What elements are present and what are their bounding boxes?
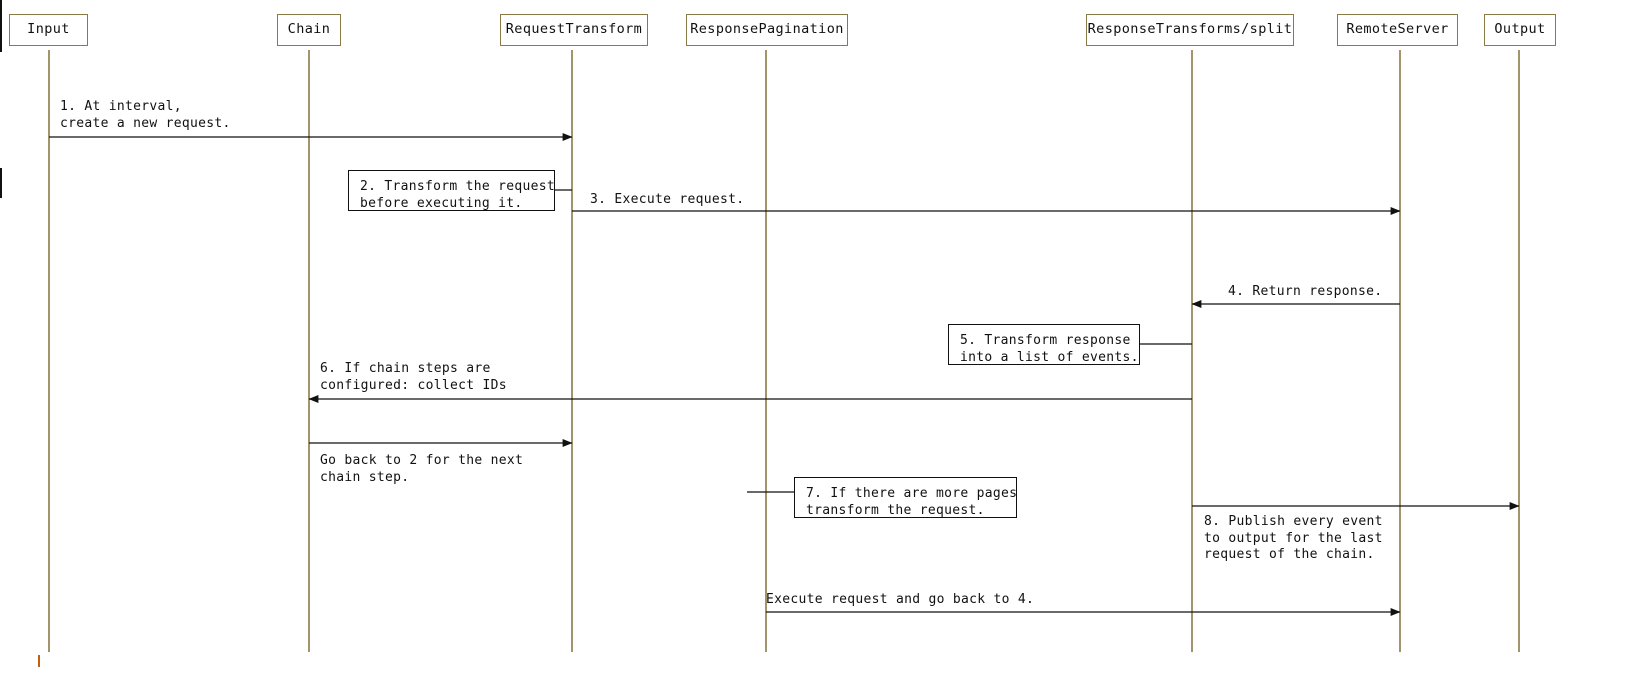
message-label-m4: 4. Return response. xyxy=(1228,284,1383,299)
message-label-m6: 6. If chain steps are configured: collec… xyxy=(320,361,507,393)
message-arrows-group xyxy=(49,133,1520,616)
corner-tick-top-left xyxy=(0,0,2,52)
participant-respxf[interactable]: ResponseTransforms/split xyxy=(1086,14,1294,46)
message-label-m1: 1. At interval, create a new request. xyxy=(60,99,231,131)
message-label-m3: 3. Execute request. xyxy=(590,192,745,207)
note-n2[interactable]: 2. Transform the request before executin… xyxy=(348,170,555,211)
participant-reqxf[interactable]: RequestTransform xyxy=(500,14,648,46)
note-n7[interactable]: 7. If there are more pages transform the… xyxy=(794,477,1017,518)
participant-output[interactable]: Output xyxy=(1484,14,1556,46)
corner-tick-bottom-left xyxy=(38,655,40,667)
message-label-m-goback2: Go back to 2 for the next chain step. xyxy=(320,453,524,485)
corner-tick-mid-left xyxy=(0,168,2,198)
message-label-m-goback4: Execute request and go back to 4. xyxy=(766,592,1035,607)
participant-respage[interactable]: ResponsePagination xyxy=(686,14,848,46)
note-n5[interactable]: 5. Transform response into a list of eve… xyxy=(948,324,1140,365)
participant-chain[interactable]: Chain xyxy=(277,14,341,46)
message-label-m8: 8. Publish every event to output for the… xyxy=(1204,514,1383,562)
participant-input[interactable]: Input xyxy=(9,14,88,46)
lifelines-group xyxy=(48,50,1520,652)
participant-remote[interactable]: RemoteServer xyxy=(1337,14,1458,46)
note-connectors-group xyxy=(555,189,1192,493)
